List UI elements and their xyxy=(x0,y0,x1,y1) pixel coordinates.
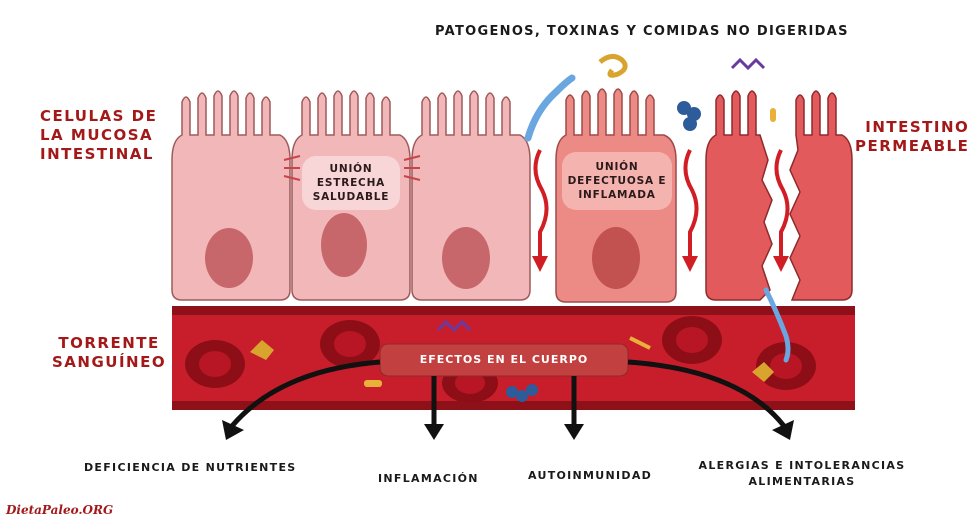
effect-allergies-line-2: ALIMENTARIAS xyxy=(748,475,856,488)
effect-inflammation: INFLAMACIÓN xyxy=(378,472,479,485)
effect-allergies: ALERGIAS E INTOLERANCIAS ALIMENTARIAS xyxy=(690,458,914,490)
mucosa-label-line-2: LA MUCOSA xyxy=(40,126,154,144)
healthy-junction-line-1: UNIÓN xyxy=(329,163,373,175)
effects-box-label: EFECTOS EN EL CUERPO xyxy=(419,353,589,366)
permeable-label-line-2: PERMEABLE xyxy=(855,137,969,155)
leaky-cell-right xyxy=(789,90,853,301)
defective-junction-line-3: INFLAMADA xyxy=(578,189,656,201)
torrente-label-line-1: TORRENTE xyxy=(58,334,160,352)
leaky-cell-left xyxy=(705,90,773,301)
tight-junction-marks xyxy=(283,155,421,181)
effect-autoimmunity: AUTOINMUNIDAD xyxy=(528,469,653,482)
defective-junction-line-1: UNIÓN xyxy=(595,161,639,173)
defective-junction-line-2: DEFECTUOSA E xyxy=(567,175,667,187)
permeable-label-line-1: INTESTINO xyxy=(865,118,969,136)
mucosa-label-line-1: CELULAS DE xyxy=(40,107,158,125)
pathogens xyxy=(250,54,791,402)
header-label: PATOGENOS, TOXINAS Y COMIDAS NO DIGERIDA… xyxy=(435,24,849,39)
healthy-cell-3 xyxy=(411,90,531,301)
defective-junction-label: UNIÓN DEFECTUOSA E INFLAMADA xyxy=(562,160,672,202)
effect-arrows xyxy=(230,359,786,428)
credit-logo: DietaPaleo.ORG xyxy=(6,503,114,517)
torrente-label: TORRENTE SANGUÍNEO xyxy=(52,334,166,372)
effects-box xyxy=(379,343,629,377)
effect-allergies-line-1: ALERGIAS E INTOLERANCIAS xyxy=(698,459,906,472)
leak-arrowheads xyxy=(532,256,789,272)
mucosa-label: CELULAS DE LA MUCOSA INTESTINAL xyxy=(40,107,157,164)
healthy-cell-1 xyxy=(171,90,291,301)
effect-nutrients: DEFICIENCIA DE NUTRIENTES xyxy=(84,461,297,474)
healthy-junction-line-3: SALUDABLE xyxy=(312,191,390,203)
healthy-junction-label: UNIÓN ESTRECHA SALUDABLE xyxy=(302,162,400,204)
mucosa-label-line-3: INTESTINAL xyxy=(40,145,154,163)
healthy-junction-line-2: ESTRECHA xyxy=(316,177,386,189)
healthy-label-bubble xyxy=(302,156,400,210)
leak-arrows xyxy=(533,149,790,258)
torrente-label-line-2: SANGUÍNEO xyxy=(52,353,167,371)
effect-arrowheads xyxy=(222,420,794,440)
permeable-label: INTESTINO PERMEABLE xyxy=(855,118,969,156)
defective-label-bubble xyxy=(562,152,672,210)
